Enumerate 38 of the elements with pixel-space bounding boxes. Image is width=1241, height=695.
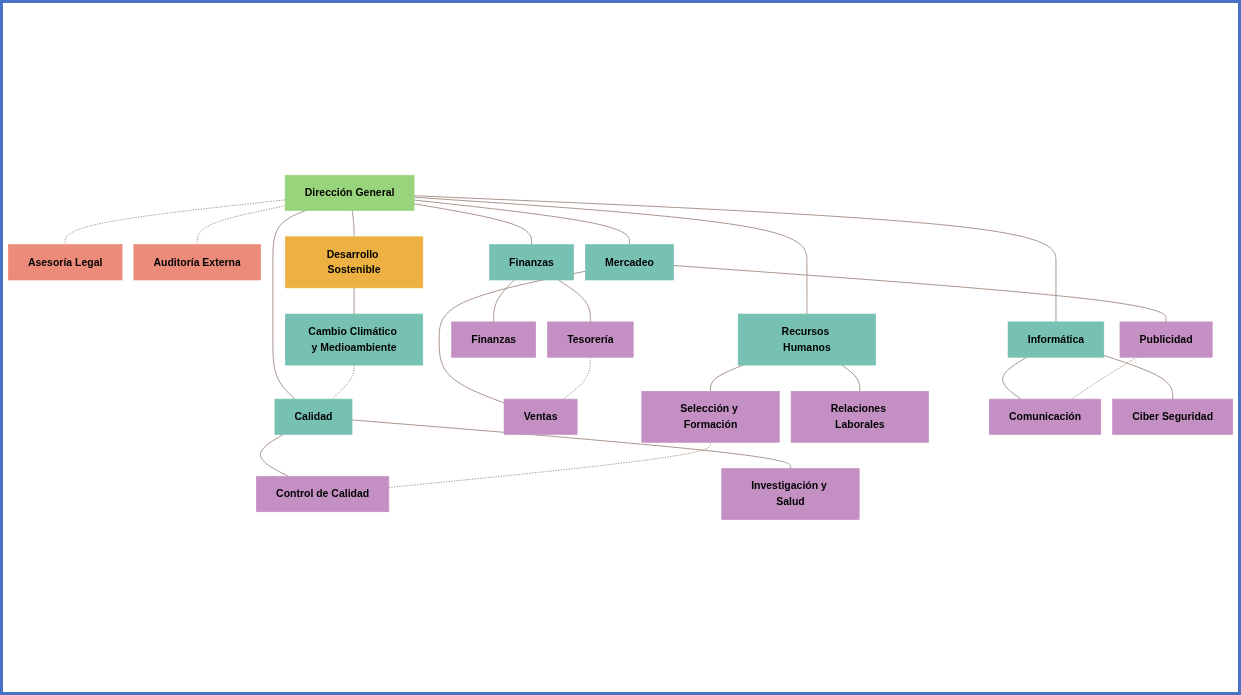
connector: [272, 210, 306, 400]
node-box: Investigación y Salud: [721, 468, 860, 520]
connector: [413, 196, 808, 315]
node-box: Selección y Formación: [641, 391, 780, 443]
node-box: Asesoría Legal: [7, 244, 123, 281]
connector: [841, 364, 861, 392]
connector: [353, 287, 355, 315]
node-box: Comunicación: [989, 398, 1102, 435]
node-box: Finanzas: [451, 321, 537, 358]
connector: [351, 419, 791, 470]
node-box: Ciber Seguridad: [1112, 398, 1234, 435]
node-box: Ventas: [503, 398, 578, 435]
connector: [259, 434, 289, 477]
node-box: Control de Calidad: [256, 476, 390, 513]
connector: [196, 205, 286, 246]
node-box: Informática: [1007, 321, 1105, 358]
node-box: Mercadeo: [585, 244, 674, 281]
node-box: Relaciones Laborales: [790, 391, 929, 443]
connector: [562, 356, 591, 400]
node-box: Publicidad: [1119, 321, 1213, 358]
connector: [493, 279, 515, 323]
connector: [413, 203, 532, 246]
node-box: Auditoría Externa: [133, 244, 261, 281]
connector: [1002, 356, 1028, 400]
node-box: Finanzas: [489, 244, 574, 281]
connector: [1103, 355, 1174, 400]
connector: [64, 199, 286, 246]
connector: [413, 199, 630, 246]
node-box: Dirección General: [284, 175, 415, 211]
connector: [388, 441, 712, 489]
connector: [351, 210, 355, 238]
connector: [673, 265, 1167, 323]
node-box: Cambio Climático y Medioambiente: [285, 313, 424, 366]
node-box: Desarrollo Sostenible: [285, 236, 424, 289]
connector: [413, 195, 1057, 323]
node-box: Tesorería: [547, 321, 634, 358]
node-box: Calidad: [274, 398, 353, 435]
node-box: Recursos Humanos: [737, 313, 876, 366]
